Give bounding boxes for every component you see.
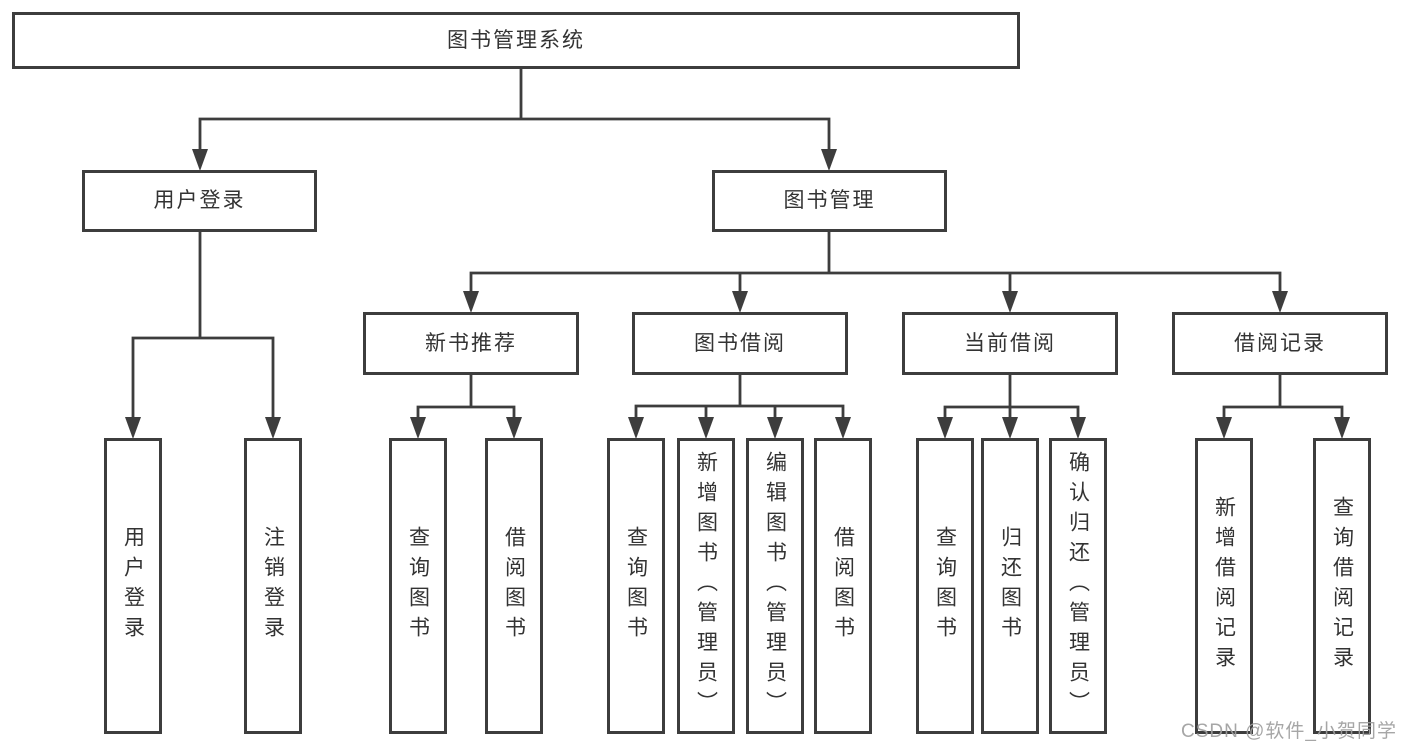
leaf-query-books-2: 查询图书 [607, 438, 665, 734]
connector-book-management-to-level3 [463, 230, 1288, 313]
node-current-borrow: 当前借阅 [902, 312, 1118, 375]
connector-current-borrow-to-leaves [937, 373, 1086, 439]
connector-user-login-to-leaves [125, 230, 281, 439]
leaf-borrow-books-2-label: 借阅图书 [831, 526, 855, 646]
leaf-add-borrow-record: 新增借阅记录 [1195, 438, 1253, 734]
node-book-borrow-label: 图书借阅 [694, 331, 786, 355]
leaf-add-book-admin: 新增图书（管理员） [677, 438, 735, 734]
leaf-add-borrow-record-label: 新增借阅记录 [1212, 496, 1236, 676]
leaf-query-books-2-label: 查询图书 [624, 526, 648, 646]
leaf-return-book: 归还图书 [981, 438, 1039, 734]
leaf-query-books-3: 查询图书 [916, 438, 974, 734]
node-book-management: 图书管理 [712, 170, 947, 232]
leaf-edit-book-admin-label: 编辑图书（管理员） [763, 451, 787, 721]
node-book-management-label: 图书管理 [783, 189, 876, 213]
leaf-query-books-1-label: 查询图书 [406, 526, 430, 646]
node-root: 图书管理系统 [12, 12, 1020, 69]
leaf-query-borrow-record: 查询借阅记录 [1313, 438, 1371, 734]
node-borrow-records: 借阅记录 [1172, 312, 1388, 375]
leaf-borrow-books-1-label: 借阅图书 [502, 526, 526, 646]
csdn-watermark: CSDN @软件_小贺同学 [1181, 721, 1397, 742]
connector-borrow-records-to-leaves [1216, 373, 1350, 439]
node-user-login-label: 用户登录 [153, 189, 246, 213]
connector-new-book-recommend-to-leaves [410, 373, 522, 439]
node-new-book-recommend: 新书推荐 [363, 312, 579, 375]
leaf-borrow-books-2: 借阅图书 [814, 438, 872, 734]
node-borrow-records-label: 借阅记录 [1234, 331, 1326, 355]
leaf-return-book-label: 归还图书 [998, 526, 1022, 646]
leaf-query-books-3-label: 查询图书 [933, 526, 957, 646]
node-new-book-recommend-label: 新书推荐 [425, 331, 517, 355]
leaf-confirm-return-admin-label: 确认归还（管理员） [1066, 451, 1090, 721]
node-user-login: 用户登录 [82, 170, 317, 232]
node-current-borrow-label: 当前借阅 [964, 331, 1056, 355]
leaf-query-borrow-record-label: 查询借阅记录 [1330, 496, 1354, 676]
leaf-borrow-books-1: 借阅图书 [485, 438, 543, 734]
leaf-query-books-1: 查询图书 [389, 438, 447, 734]
connector-root-to-level2 [192, 67, 837, 171]
leaf-add-book-admin-label: 新增图书（管理员） [694, 451, 718, 721]
leaf-user-login: 用户登录 [104, 438, 162, 734]
leaf-edit-book-admin: 编辑图书（管理员） [746, 438, 804, 734]
connector-book-borrow-to-leaves [628, 373, 851, 439]
leaf-confirm-return-admin: 确认归还（管理员） [1049, 438, 1107, 734]
leaf-user-login-label: 用户登录 [121, 526, 145, 646]
node-root-label: 图书管理系统 [447, 28, 585, 52]
node-book-borrow: 图书借阅 [632, 312, 848, 375]
leaf-logout-label: 注销登录 [261, 526, 285, 646]
leaf-logout: 注销登录 [244, 438, 302, 734]
